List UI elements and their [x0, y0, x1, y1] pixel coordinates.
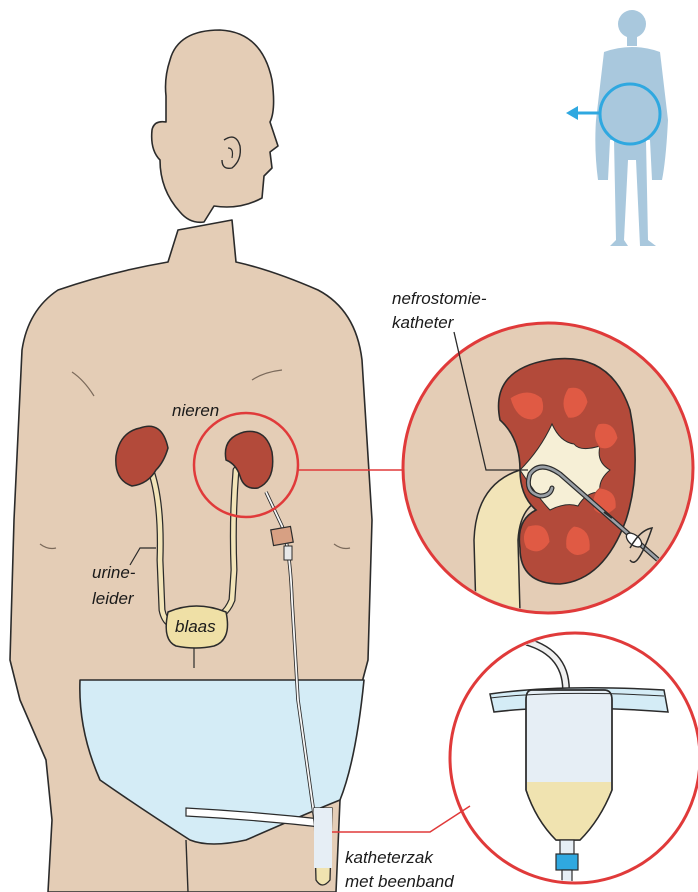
label-nieren: nieren: [172, 401, 219, 420]
label-blaas: blaas: [175, 617, 216, 636]
orientation-figure-icon: [566, 10, 668, 246]
label-urineleider-2: leider: [92, 589, 135, 608]
label-urineleider-1: urine-: [92, 563, 136, 582]
catheter-fixation: [271, 526, 293, 545]
kidney-detail: [403, 323, 693, 613]
label-nefrostomie-2: katheter: [392, 313, 455, 332]
arrow-left-icon: [566, 106, 600, 120]
bag-detail: [450, 633, 698, 890]
label-katheterzak-1: katheterzak: [345, 848, 434, 867]
label-nefrostomie-1: nefrostomie-: [392, 289, 487, 308]
label-katheterzak-2: met beenband: [345, 872, 454, 891]
